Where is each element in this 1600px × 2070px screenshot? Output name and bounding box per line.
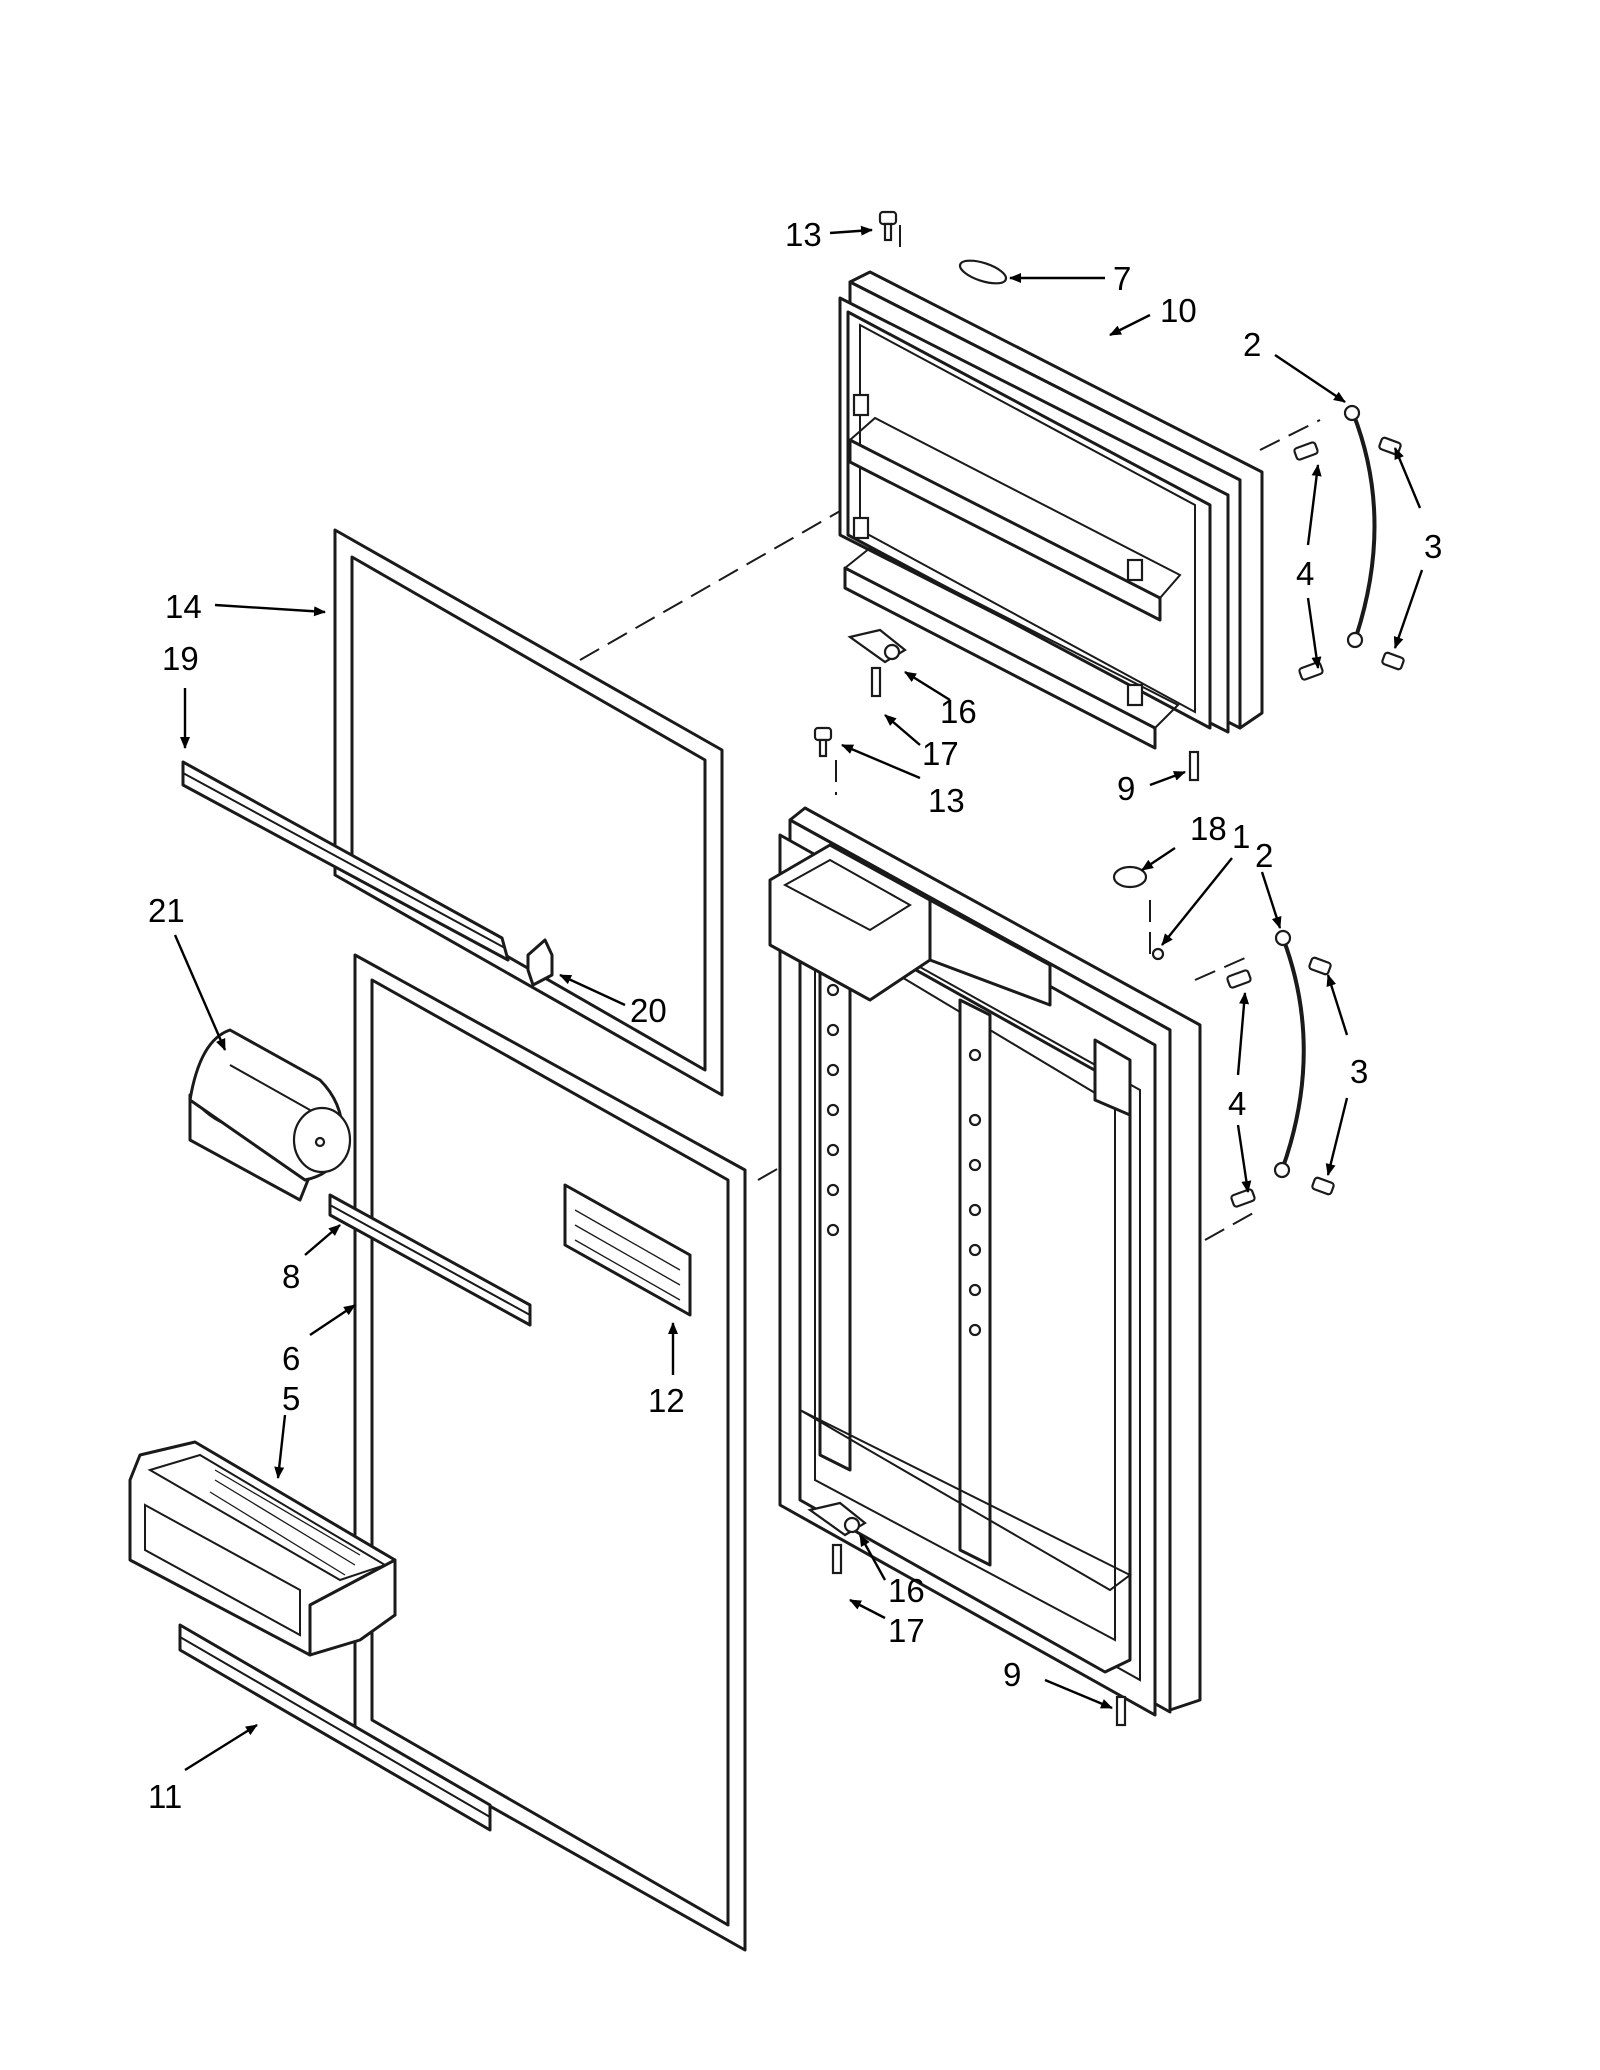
- callout-2-top: 2: [1243, 326, 1261, 363]
- trim-strip-11: [178, 1623, 492, 1832]
- leader-lines: [173, 225, 1424, 1772]
- callout-21: 21: [148, 892, 185, 929]
- egg-bin: [188, 1028, 352, 1202]
- callout-10: 10: [1160, 292, 1197, 329]
- callout-19: 19: [162, 640, 199, 677]
- shelf-front-12: [563, 1183, 692, 1317]
- clip-20: [526, 938, 554, 987]
- callout-8: 8: [282, 1258, 300, 1295]
- hardware: [807, 210, 1405, 1727]
- callout-2-bottom: 2: [1255, 837, 1273, 874]
- callout-3-top: 3: [1424, 528, 1442, 565]
- callout-13-mid: 13: [928, 782, 965, 819]
- callout-14: 14: [165, 588, 202, 625]
- callout-6: 6: [282, 1340, 300, 1377]
- callout-20: 20: [630, 992, 667, 1029]
- callout-9-top: 9: [1117, 770, 1135, 807]
- freezer-door: [838, 259, 1264, 750]
- callout-labels: 13 7 10 2 3 4 14 19 16 17 13 9 18 1 2 21…: [148, 216, 1442, 1815]
- callout-13-top: 13: [785, 216, 822, 253]
- callout-11: 11: [148, 1778, 182, 1815]
- door-bin: [128, 1440, 397, 1657]
- fresh-food-door: [768, 806, 1202, 1717]
- callout-18: 18: [1190, 810, 1227, 847]
- callout-17-top: 17: [922, 735, 959, 772]
- callout-17-bottom: 17: [888, 1612, 925, 1649]
- callout-1: 1: [1232, 818, 1250, 855]
- callout-12: 12: [648, 1382, 685, 1419]
- callout-16-bottom: 16: [888, 1572, 925, 1609]
- callout-5: 5: [282, 1380, 300, 1417]
- fresh-food-gasket: [353, 953, 747, 1952]
- callout-16-top: 16: [940, 693, 977, 730]
- freezer-gasket: [333, 528, 724, 1097]
- trim-strip-19: [181, 760, 510, 962]
- callout-7: 7: [1113, 260, 1131, 297]
- callout-9-bottom: 9: [1003, 1656, 1021, 1693]
- rail-studs: [826, 983, 982, 1337]
- shelf-rail-8: [328, 1193, 532, 1327]
- callout-4-bottom: 4: [1228, 1085, 1246, 1122]
- callout-3-bottom: 3: [1350, 1053, 1368, 1090]
- callout-4-top: 4: [1296, 555, 1314, 592]
